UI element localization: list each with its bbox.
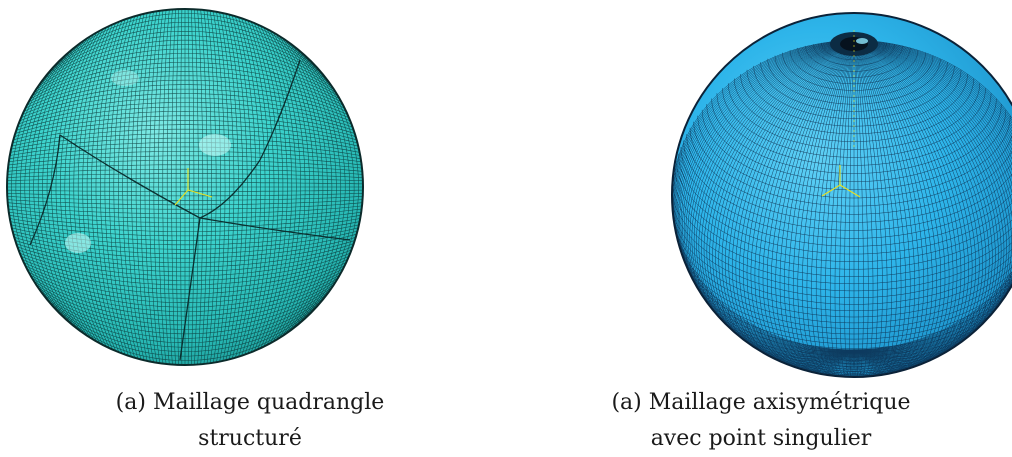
sphere-axisymmetric-mesh bbox=[671, 12, 1012, 378]
singular-point-icon bbox=[830, 30, 878, 150]
figure-axisymmetric: (a) Maillage axisymétrique avec point si… bbox=[510, 0, 1012, 453]
axis-triad-icon bbox=[174, 168, 213, 206]
caption-line-2: avec point singulier bbox=[650, 426, 872, 451]
figure-structured-quad: (a) Maillage quadrangle structuré bbox=[0, 0, 500, 453]
caption-line-1: (a) Maillage quadrangle bbox=[115, 390, 385, 415]
sphere-quad-mesh bbox=[6, 8, 364, 366]
quad-mesh-lines bbox=[7, 9, 363, 365]
axis-triad-icon bbox=[821, 165, 861, 198]
caption-line-2: structuré bbox=[198, 426, 302, 451]
caption-right: (a) Maillage axisymétrique avec point si… bbox=[510, 385, 1012, 457]
sphere-outline bbox=[671, 12, 1012, 378]
caption-left: (a) Maillage quadrangle structuré bbox=[0, 385, 500, 457]
caption-line-1: (a) Maillage axisymétrique bbox=[611, 390, 911, 415]
sphere-outline bbox=[6, 8, 364, 366]
specular-highlight bbox=[199, 134, 231, 156]
patch-seams bbox=[29, 59, 351, 361]
specular-highlight bbox=[65, 233, 91, 253]
specular-highlight bbox=[111, 70, 139, 86]
